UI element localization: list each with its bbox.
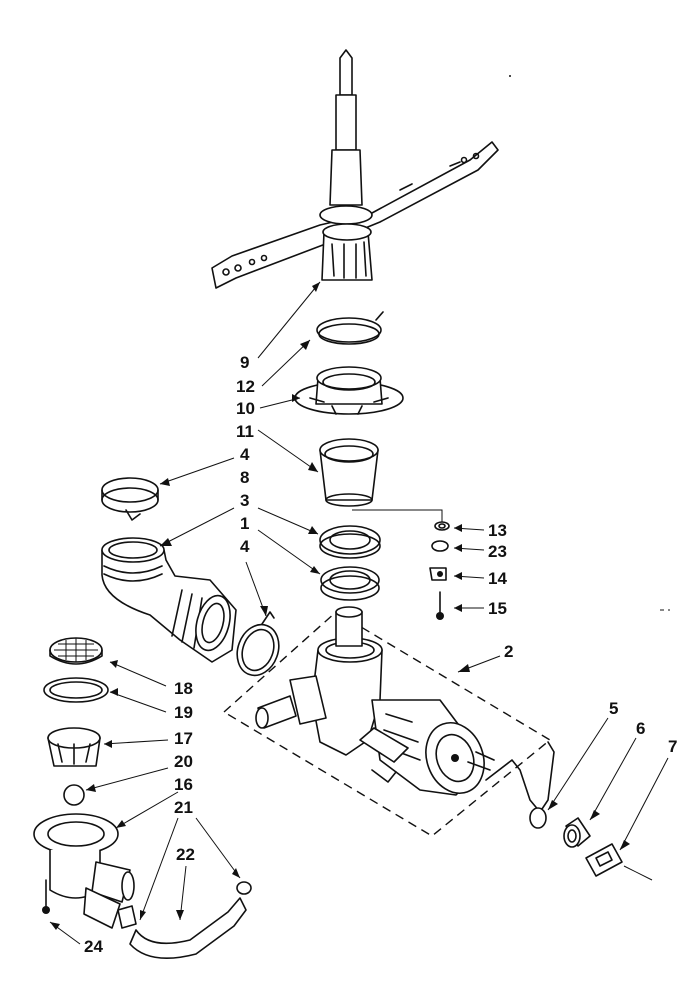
part-16-drain-housing — [33, 813, 135, 929]
label-part-15: 15 — [488, 599, 507, 618]
part-22-drain-hose — [117, 881, 252, 960]
part-labels: 9 12 10 11 4 8 3 1 4 13 23 14 15 2 5 6 7… — [84, 353, 677, 956]
part-17-check-valve-housing — [47, 727, 101, 767]
label-part-3: 3 — [240, 491, 249, 510]
part-18-filter-screen — [49, 637, 103, 665]
label-part-11: 11 — [236, 422, 254, 441]
part-3-hose — [101, 537, 237, 663]
label-part-23: 23 — [488, 542, 507, 561]
spray-arm-assembly — [211, 49, 499, 289]
label-part-16: 16 — [174, 775, 193, 794]
label-part-13: 13 — [488, 521, 507, 540]
label-part-4-lower: 4 — [240, 537, 250, 556]
label-part-4-upper: 4 — [240, 445, 250, 464]
leader-lines — [49, 281, 669, 945]
label-part-5: 5 — [609, 699, 618, 718]
label-part-10: 10 — [236, 399, 255, 418]
label-part-12: 12 — [236, 377, 255, 396]
speck-mark — [509, 75, 511, 77]
small-hardware-group — [352, 509, 450, 620]
part-6-grommet — [563, 817, 591, 848]
label-part-9: 9 — [240, 353, 249, 372]
part-11-bearing-cup — [319, 438, 379, 507]
part-10-nut — [294, 366, 404, 415]
part-2-pump-motor — [222, 606, 552, 837]
part-8-gasket — [319, 525, 381, 559]
label-part-21: 21 — [174, 798, 193, 817]
label-part-7: 7 — [668, 737, 677, 756]
label-part-18: 18 — [174, 679, 193, 698]
label-part-1: 1 — [240, 514, 249, 533]
part-20-ball — [63, 784, 85, 806]
label-part-14: 14 — [488, 569, 507, 588]
label-part-17: 17 — [174, 729, 193, 748]
part-4-clamp-upper — [101, 477, 159, 521]
label-part-8: 8 — [240, 468, 249, 487]
part-19-seal-ring — [43, 677, 109, 703]
label-part-24: 24 — [84, 937, 103, 956]
label-part-2: 2 — [504, 642, 513, 661]
part-1-gasket — [320, 566, 380, 601]
part-5-spring-clip — [485, 741, 555, 829]
part-7-plate — [585, 843, 653, 881]
part-4-clamp-lower — [236, 611, 280, 677]
label-part-6: 6 — [636, 719, 645, 738]
label-part-20: 20 — [174, 752, 193, 771]
label-part-22: 22 — [176, 845, 195, 864]
label-part-19: 19 — [174, 703, 193, 722]
part-12-seal-ring — [316, 311, 384, 345]
